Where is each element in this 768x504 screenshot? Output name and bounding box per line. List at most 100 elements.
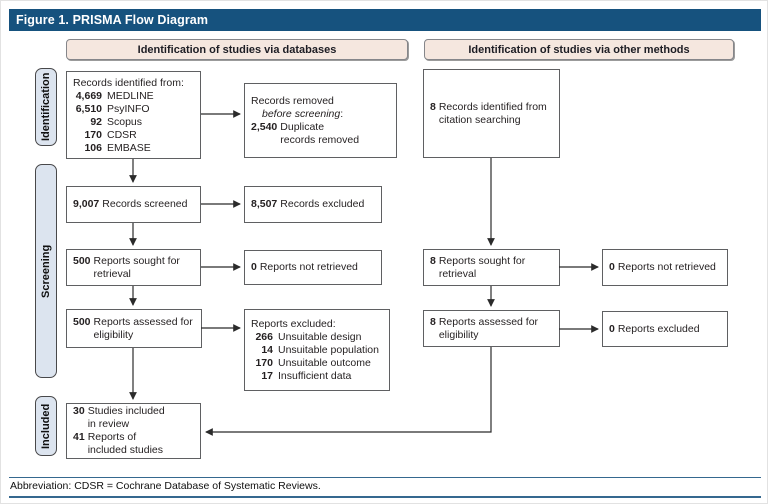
count-label: Reports not retrieved: [617, 261, 716, 273]
reason-label: Insufficient data: [278, 369, 352, 382]
italic-text: before screening: [262, 107, 341, 120]
count: 500: [73, 315, 91, 328]
source-label: MEDLINE: [107, 90, 154, 102]
count-label: Reports not retrieved: [259, 261, 358, 273]
reason-row: 14 Unsuitable population: [251, 344, 383, 357]
count-label: Reports sought for retrieval: [438, 254, 526, 280]
stage-label-screening: Screening: [35, 164, 57, 378]
count: 0: [609, 322, 615, 335]
count: 106: [84, 142, 102, 154]
count: 8: [430, 100, 436, 113]
source-row: 92 Scopus: [73, 116, 194, 129]
count-label-line: records removed: [280, 133, 360, 146]
count-label: Records screened: [102, 198, 188, 210]
source-row: 106 EMBASE: [73, 142, 194, 155]
count: 266: [255, 330, 273, 343]
column-header-other-methods: Identification of studies via other meth…: [424, 39, 734, 60]
count: 0: [609, 261, 615, 273]
stage-text: Screening: [40, 244, 52, 298]
count: 2,540: [251, 120, 278, 133]
count: 9,007: [73, 198, 100, 210]
count: 170: [255, 356, 273, 369]
count-label: Reports sought for retrieval: [93, 254, 180, 280]
box-reports-excluded-reasons: Reports excluded: 266 Unsuitable design 1…: [244, 309, 390, 391]
source-row: 170 CDSR: [73, 129, 194, 142]
count: 30: [73, 405, 85, 417]
count: 8: [430, 254, 436, 267]
count-label: Reports excluded: [617, 322, 700, 335]
reason-row: 170 Unsuitable outcome: [251, 357, 383, 370]
divider-bottom: [9, 496, 761, 498]
reason-row: 17 Insufficient data: [251, 370, 383, 383]
count: 500: [73, 254, 91, 267]
reason-label: Unsuitable design: [278, 330, 362, 343]
source-label: Scopus: [107, 116, 143, 128]
reason-label: Unsuitable outcome: [278, 356, 371, 369]
box-title: Reports excluded:: [251, 317, 336, 330]
stage-text: Included: [40, 403, 52, 449]
stage-label-included: Included: [35, 396, 57, 456]
count-label: Records identified from citation searchi…: [438, 100, 547, 126]
count: 170: [84, 129, 102, 141]
box-text: Records removed: [251, 94, 334, 107]
column-header-label: Identification of studies via databases: [137, 43, 337, 56]
box-text: :: [340, 107, 344, 120]
figure-title: Figure 1. PRISMA Flow Diagram: [16, 13, 209, 27]
source-label: EMBASE: [107, 142, 151, 154]
count: 8: [430, 315, 436, 328]
box-records-removed: Records removed before screening: 2,540 …: [244, 83, 397, 158]
box-title: Records identified from:: [73, 77, 184, 89]
count: 4,669: [75, 90, 102, 102]
divider-top: [9, 477, 761, 478]
source-row: 4,669 MEDLINE: [73, 90, 194, 103]
count-label: Reports assessed for eligibility: [438, 315, 539, 341]
count: 14: [261, 343, 273, 356]
source-label: CDSR: [107, 129, 137, 141]
count-label: Records excluded: [280, 198, 365, 210]
column-header-databases: Identification of studies via databases: [66, 39, 408, 60]
stage-label-identification: Identification: [35, 68, 57, 146]
source-row: 6,510 PsyINFO: [73, 103, 194, 116]
count: 6,510: [75, 103, 102, 115]
box-records-identified-databases: Records identified from: 4,669 MEDLINE 6,…: [66, 71, 201, 159]
count-label: Studies included in review: [87, 405, 165, 430]
count: 92: [90, 116, 102, 128]
stage-text: Identification: [40, 72, 52, 142]
figure-title-bar: Figure 1. PRISMA Flow Diagram: [9, 9, 761, 31]
source-label: PsyINFO: [107, 103, 150, 115]
count: 0: [251, 261, 257, 273]
count-label-line: Duplicate: [280, 120, 325, 133]
box-text: before screening:: [251, 108, 390, 121]
reason-row: 266 Unsuitable design: [251, 331, 383, 344]
count: 17: [261, 369, 273, 382]
footnote: Abbreviation: CDSR = Cochrane Database o…: [10, 480, 321, 492]
count: 41: [73, 431, 85, 443]
count: 8,507: [251, 198, 278, 210]
reason-label: Unsuitable population: [278, 343, 379, 356]
